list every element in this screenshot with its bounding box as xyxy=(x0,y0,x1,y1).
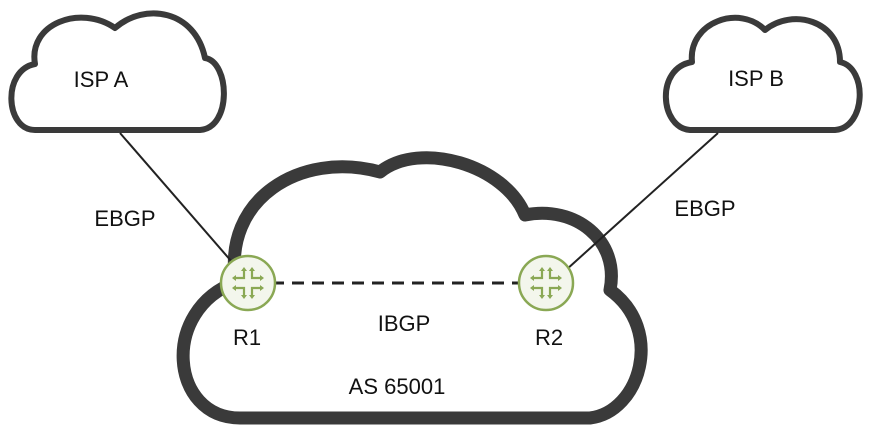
ibgp-label: IBGP xyxy=(378,311,431,336)
ebgp-label-right: EBGP xyxy=(674,196,735,221)
ebgp-link-isp-b xyxy=(565,132,719,271)
as-label: AS 65001 xyxy=(349,374,446,399)
r2-label: R2 xyxy=(535,325,563,350)
isp-a-label: ISP A xyxy=(74,67,129,92)
ebgp-link-isp-a xyxy=(119,132,233,263)
isp-b-cloud xyxy=(662,14,863,133)
as-cloud xyxy=(176,151,648,425)
r1-label: R1 xyxy=(233,325,261,350)
isp-a-cloud xyxy=(8,10,227,133)
ebgp-label-left: EBGP xyxy=(94,206,155,231)
router-r1[interactable] xyxy=(219,254,277,312)
isp-b-label: ISP B xyxy=(728,66,784,91)
router-r2[interactable] xyxy=(517,254,575,312)
